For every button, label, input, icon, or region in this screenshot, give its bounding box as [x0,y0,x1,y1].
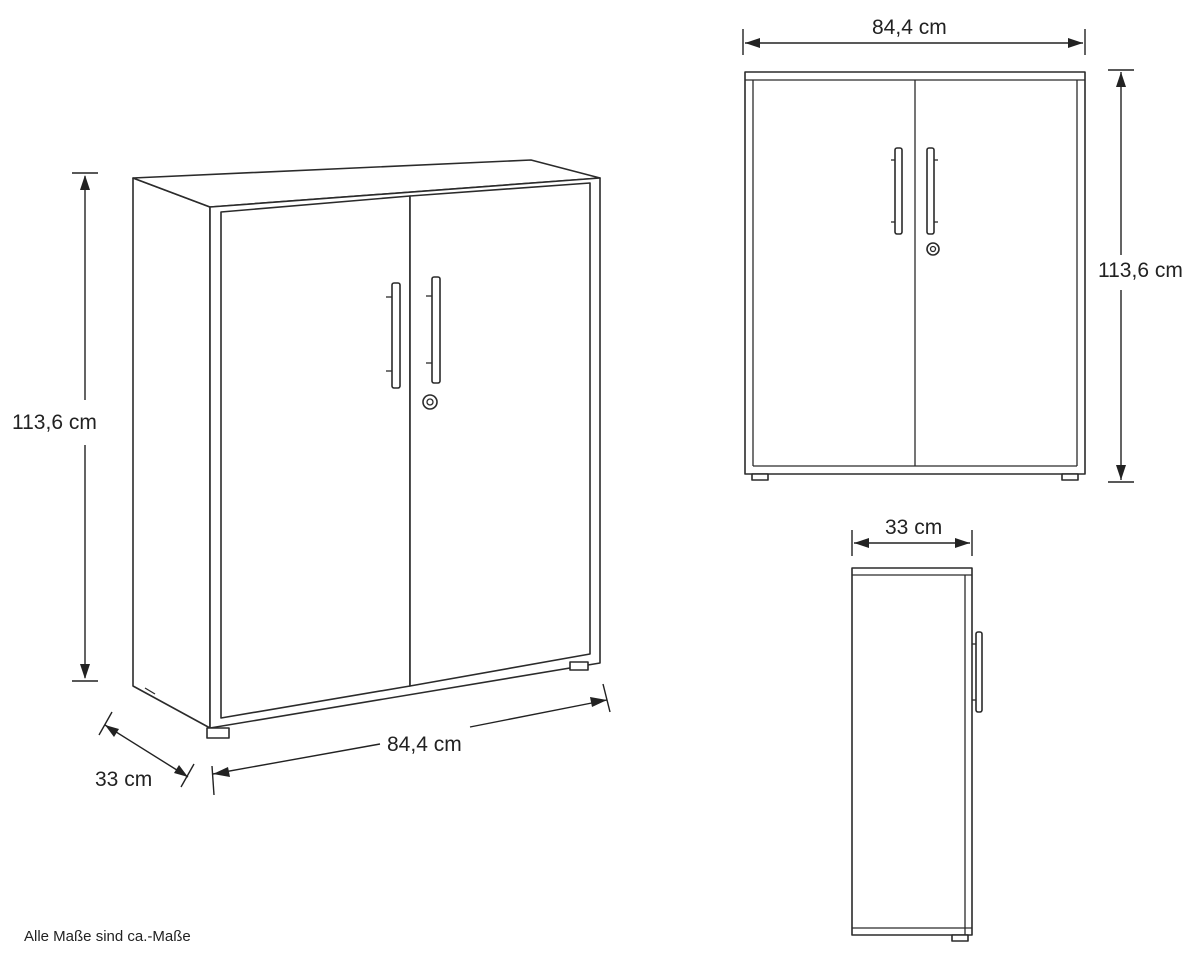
side-view-outline [851,567,973,936]
side-depth-dimension: 33 cm [851,516,973,556]
side-depth-label: 33 cm [885,516,942,539]
cabinet-foot-back [144,687,156,695]
front-width-dimension: 84,4 cm [742,16,1086,55]
lock-icon [926,242,940,256]
lock-icon [422,394,438,410]
handle-icon [386,282,401,389]
perspective-width-dimension: 84,4 cm [211,683,611,796]
handle-icon [426,276,441,384]
perspective-depth-label: 33 cm [95,768,152,791]
perspective-depth-dimension: 33 cm [95,711,195,791]
footnote: Alle Maße sind ca.-Maße [24,928,191,945]
perspective-height-dimension: 113,6 cm [12,172,98,682]
perspective-width-label: 84,4 cm [387,733,462,756]
cabinet-foot [569,661,589,671]
perspective-cabinet [132,159,601,739]
right-door [409,182,591,687]
left-door [220,195,411,719]
perspective-height-label: 113,6 cm [12,411,97,434]
cabinet-foot [951,934,969,942]
side-view-cabinet [851,567,983,942]
cabinet-foot [751,473,769,481]
cabinet-foot [206,727,230,739]
front-view-cabinet [744,71,1086,481]
handle-icon [972,631,983,713]
handle-icon [891,147,903,235]
front-height-label: 113,6 cm [1098,259,1183,282]
front-height-dimension: 113,6 cm [1098,69,1183,483]
cabinet-foot [1061,473,1079,481]
cabinet-side-panel [132,177,211,729]
front-width-label: 84,4 cm [872,16,947,39]
handle-icon [926,147,938,235]
